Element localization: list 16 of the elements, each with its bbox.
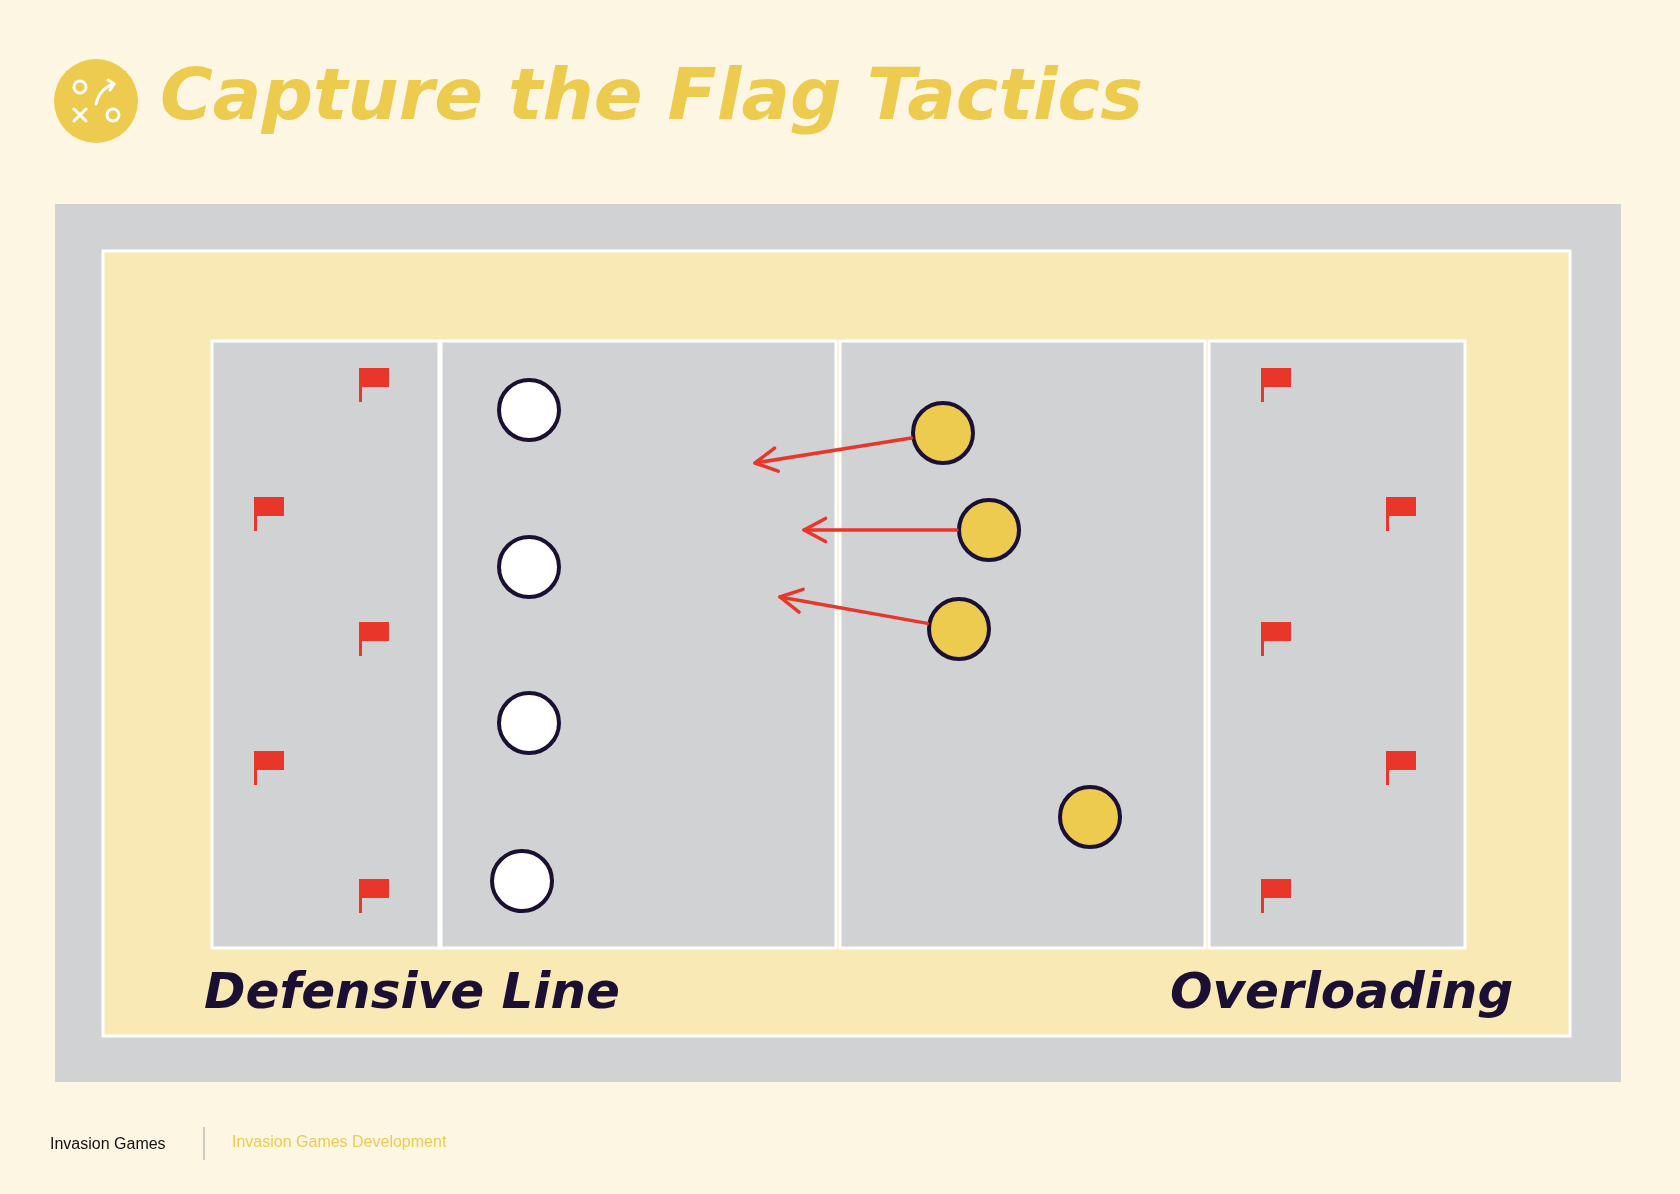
player-marker: [497, 378, 561, 442]
run-arrow: [753, 436, 914, 473]
player-marker: [497, 535, 561, 599]
footer-text: Invasion Games: [50, 1135, 166, 1153]
zone-label: Overloading: [1170, 962, 1514, 1020]
player-marker: [957, 498, 1021, 562]
player-marker: [911, 401, 975, 465]
footer-text: Invasion Games Development: [232, 1133, 447, 1151]
title: Capture the Flag Tactics: [160, 52, 1144, 136]
run-arrow: [778, 587, 930, 626]
zone-label: Defensive Line: [204, 962, 620, 1020]
player-marker: [497, 691, 561, 755]
player-marker: [927, 597, 991, 661]
player-marker: [1058, 785, 1122, 849]
run-arrow: [802, 516, 959, 544]
player-marker: [490, 849, 554, 913]
